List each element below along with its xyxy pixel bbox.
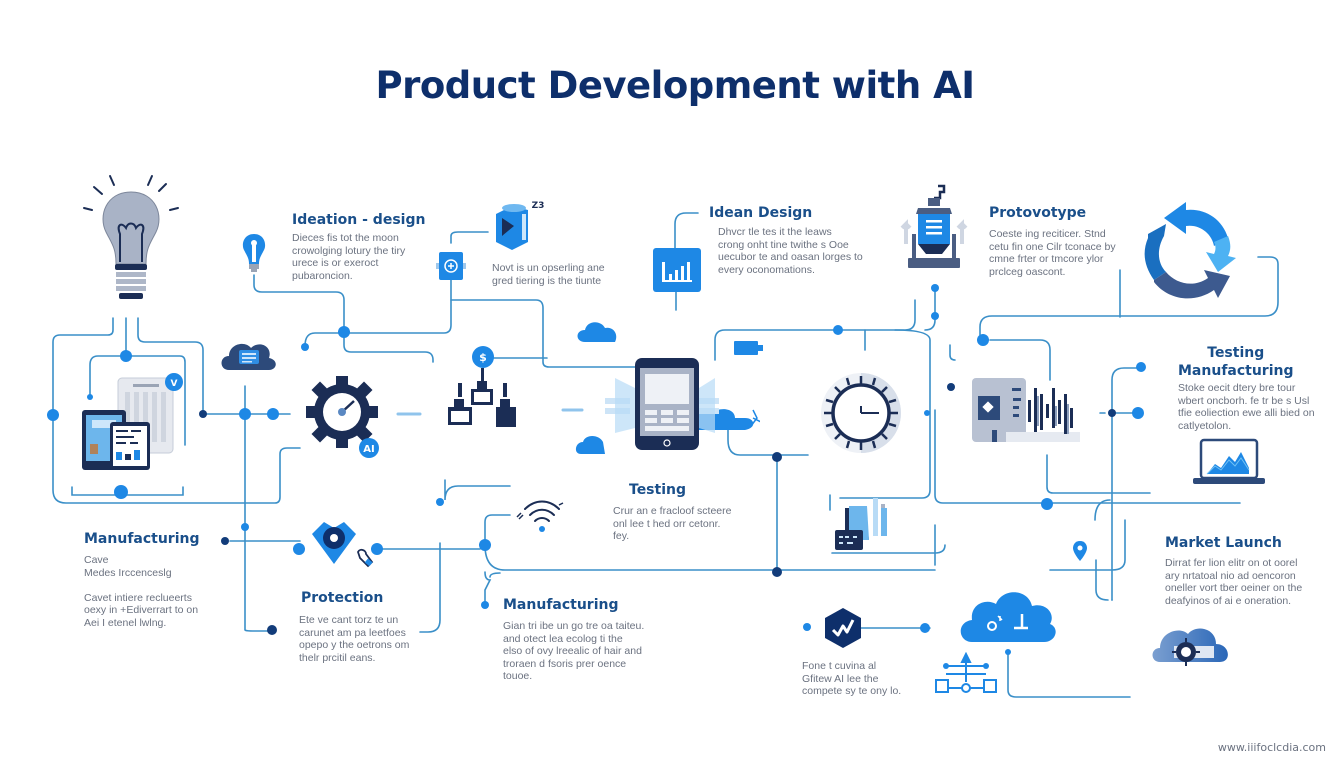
page-title: Product Development with AI	[375, 64, 975, 107]
heading-manufacturing-left: Manufacturing	[84, 531, 200, 547]
heading-protection: Protection	[301, 590, 384, 606]
analytics-check-icon	[825, 608, 861, 648]
devices-icon: V	[82, 373, 183, 470]
factory-waveform-icon	[972, 378, 1080, 442]
desc-manufacturing-center: Gian tri ibe un go tre oa taiteu. and ot…	[503, 620, 645, 682]
heading-testing-manufacturing: Testing Manufacturing	[1178, 345, 1294, 379]
protection-shield-icon	[312, 522, 374, 568]
desc-ai-note: Fone t cuvina al Gfitew AI lee the compe…	[802, 660, 902, 697]
manufacturing-tools-icon	[835, 498, 887, 550]
chip-icon	[436, 252, 466, 280]
clock-dial-icon	[821, 373, 901, 453]
battery-icon	[734, 341, 763, 355]
heading-idean-design: Idean Design	[709, 205, 813, 221]
heading-market-launch: Market Launch	[1165, 535, 1282, 551]
ai-gear-icon: AI	[306, 376, 379, 458]
cycle-arrows-icon	[1144, 202, 1236, 299]
laptop-chart-icon	[1193, 438, 1265, 484]
desc-ideation-note: Novt is un opserling ane gred tiering is…	[492, 262, 605, 287]
footer-url: www.iiifoclcdia.com	[1217, 741, 1326, 754]
svg-text:V: V	[171, 379, 178, 389]
cube-icon: Z3	[496, 201, 544, 250]
lightbulb-icon	[83, 175, 179, 299]
svg-text:AI: AI	[363, 444, 374, 455]
svg-text:Z3: Z3	[532, 201, 544, 211]
desc-market-launch: Dirrat fer lion elitr on ot oorel ary nr…	[1165, 557, 1303, 607]
desc-manufacturing-left: Cave Medes Irccenceslg Cavet intiere rec…	[84, 554, 199, 629]
cloud-icon	[960, 592, 1056, 642]
desc-ideation-design: Dieces fis tot the moon crowolging lotur…	[292, 232, 406, 282]
network-flow-icon	[935, 652, 997, 693]
desc-prototype: Coeste ing reciticer. Stnd cetu fin one …	[989, 228, 1116, 278]
prototype-machine-icon	[900, 184, 968, 268]
desc-testing: Crur an e fracloof scteere onl lee t hed…	[613, 505, 732, 542]
small-lightbulb-icon	[242, 234, 266, 272]
desc-idean-design: Dhvcr tle tes it the leaws crong onht ti…	[718, 226, 863, 276]
heading-prototype: Protovotype	[989, 205, 1087, 221]
map-pin-icon	[1073, 541, 1087, 561]
org-chart-icon: $	[448, 346, 516, 427]
cloud-gear-icon	[1152, 628, 1228, 666]
smartphone-icon	[575, 322, 760, 454]
cloud-document-icon	[221, 343, 276, 370]
svg-text:$: $	[479, 351, 487, 364]
heading-testing: Testing	[629, 482, 686, 498]
heading-manufacturing-center: Manufacturing	[503, 597, 619, 613]
bar-chart-icon	[653, 248, 701, 292]
desc-protection: Ete ve cant torz te un carunet am pa lee…	[299, 614, 410, 664]
desc-testing-manufacturing: Stoke oecit dtery bre tour wbert oncborh…	[1178, 382, 1315, 432]
heading-ideation-design: Ideation - design	[292, 212, 426, 228]
wireless-signal-icon	[516, 500, 564, 532]
